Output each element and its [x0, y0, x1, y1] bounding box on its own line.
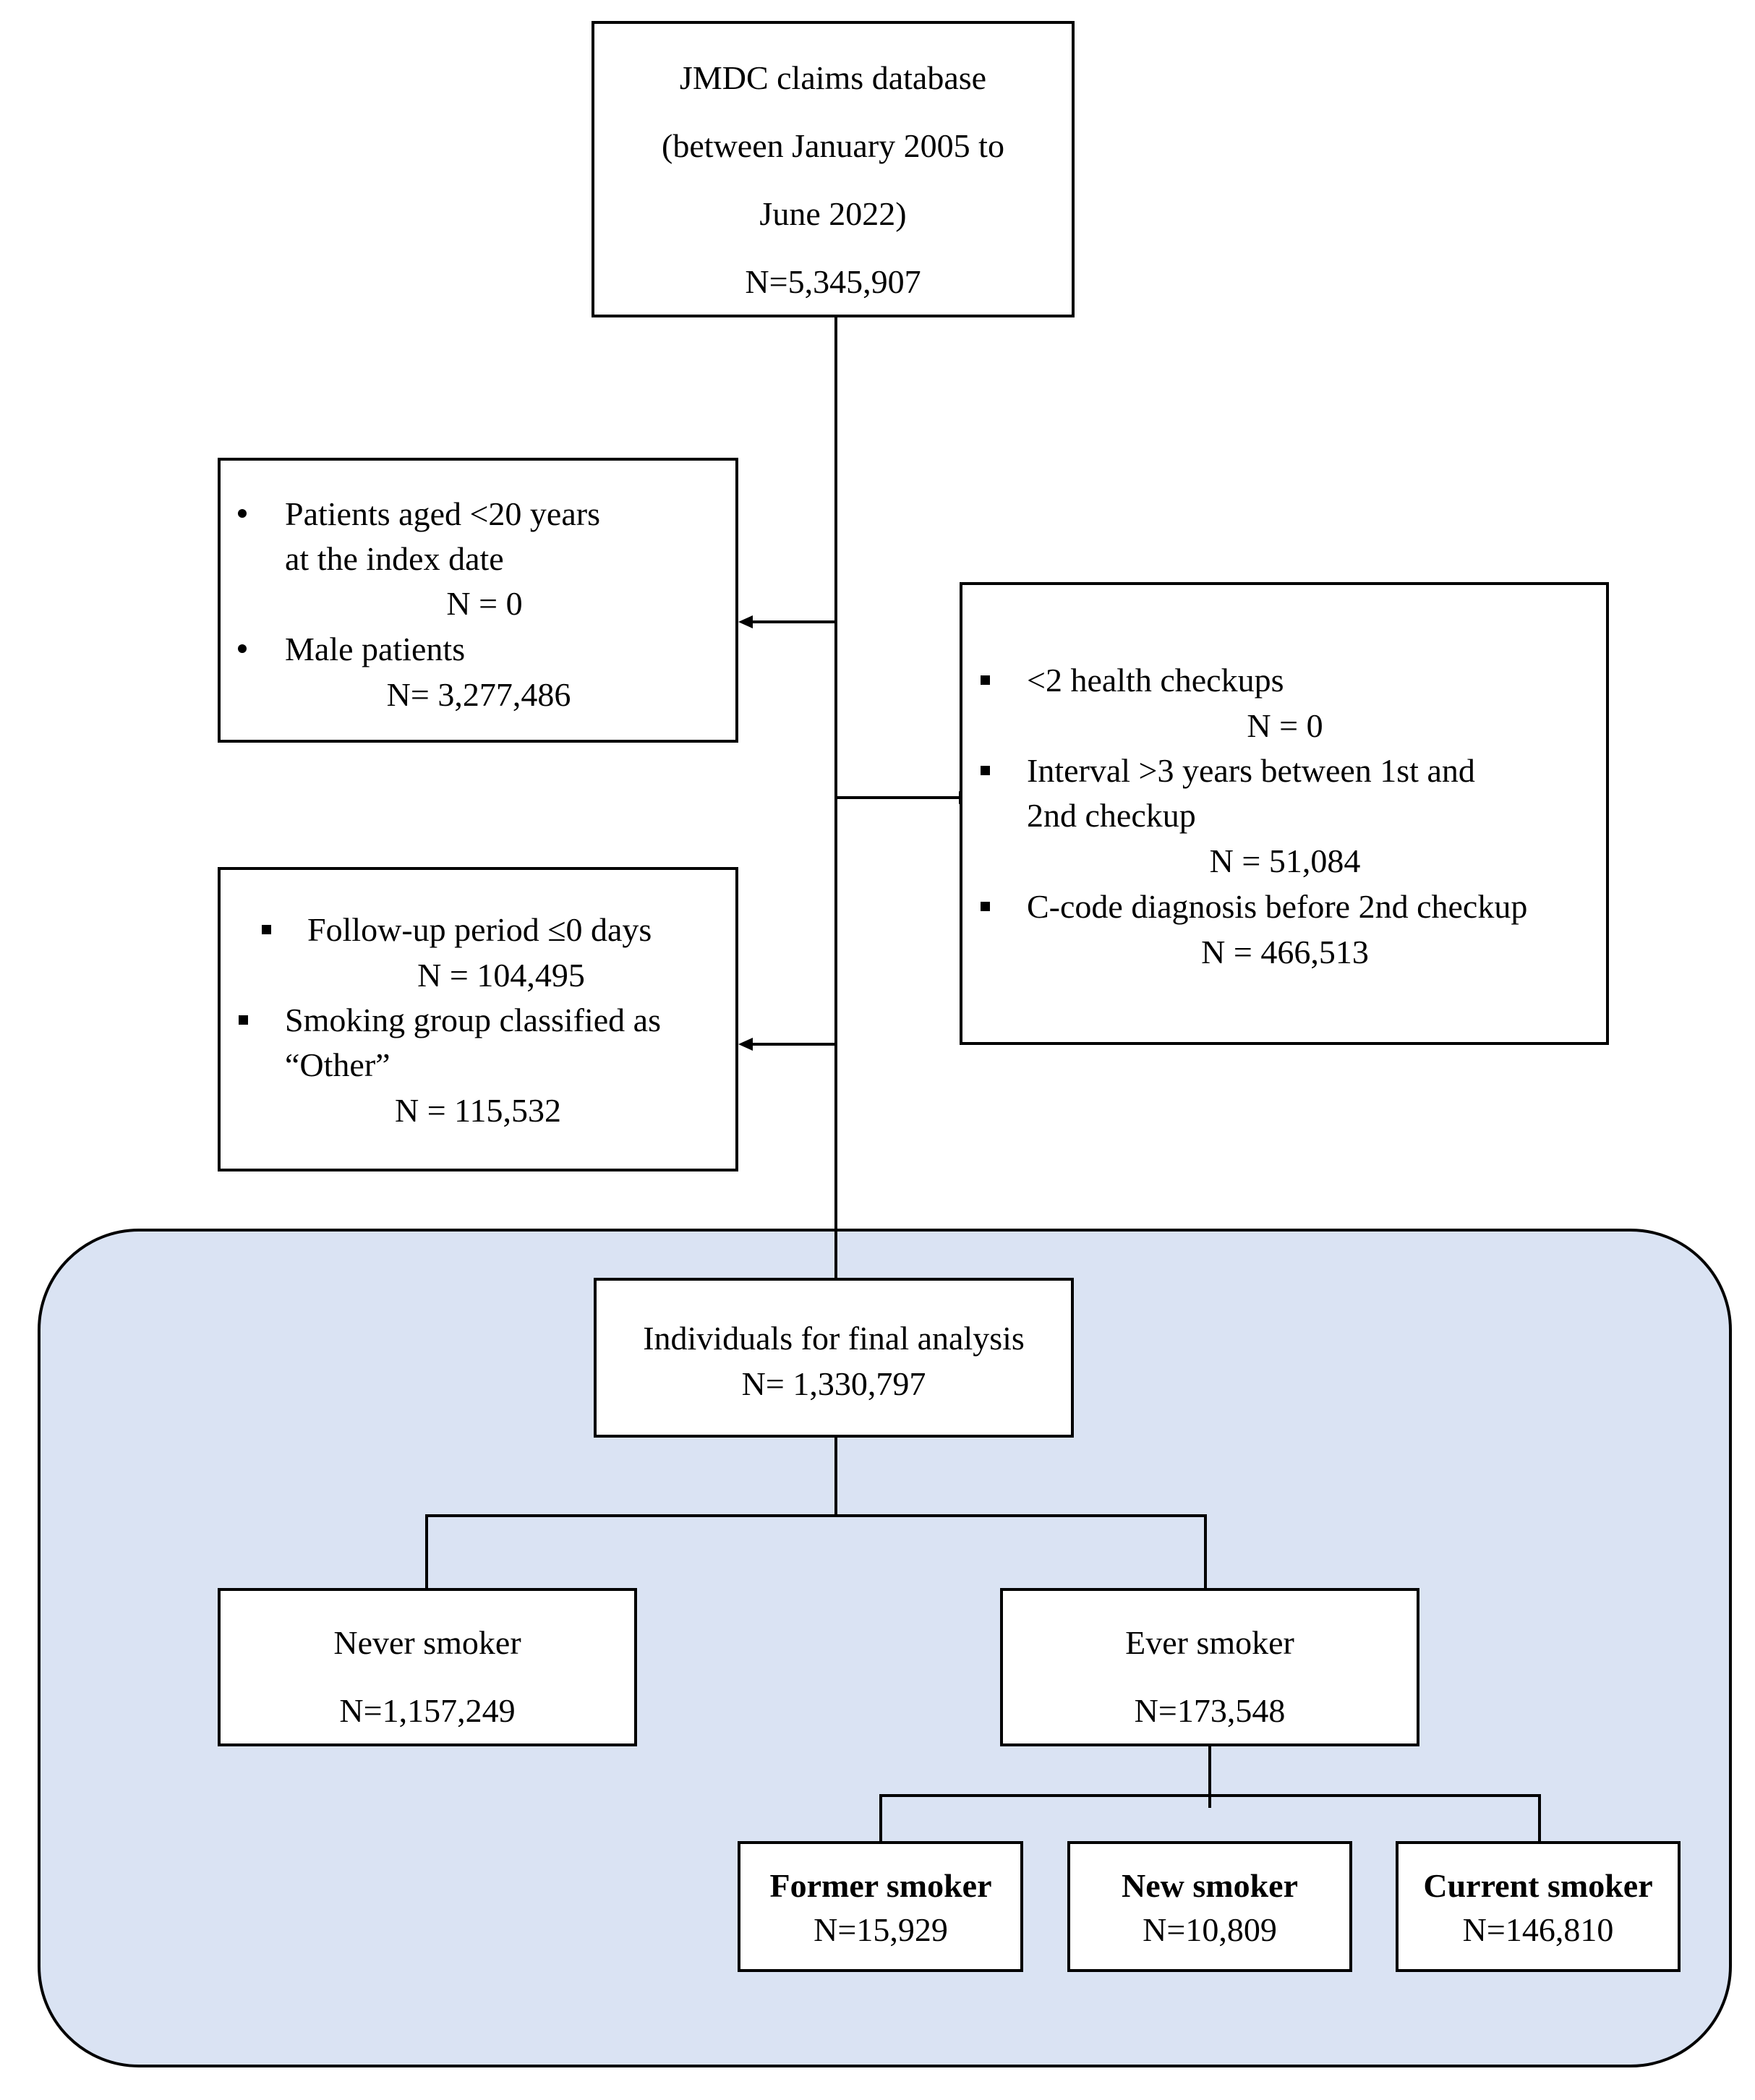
bullet-square [262, 925, 271, 934]
final-to-split-line [834, 1436, 837, 1517]
exclusion2-item1-count: N = 0 [1247, 707, 1323, 744]
subgroup-right-drop [1538, 1794, 1541, 1843]
arrow-to-exclusion3 [738, 1038, 753, 1051]
connector-to-exclusion3 [752, 1043, 837, 1046]
exclusion2-item3-line1: C-code diagnosis before 2nd checkup [1027, 888, 1528, 925]
exclusion2-item1-line1: <2 health checkups [1027, 662, 1284, 699]
subgroup-horizontal-line [879, 1794, 1541, 1797]
source-database-box [592, 21, 1075, 317]
split-left-drop [425, 1514, 428, 1589]
exclusion3-item1-line1: Follow-up period ≤0 days [307, 911, 652, 948]
current-smoker-count: N=146,810 [1462, 1911, 1614, 1948]
new-smoker-count: N=10,809 [1143, 1911, 1277, 1948]
exclusion1-item1-line2: at the index date [285, 540, 504, 577]
ever-smoker-label: Ever smoker [1125, 1624, 1294, 1661]
exclusion3-item1-count: N = 104,495 [417, 957, 585, 994]
never-smoker-box [218, 1588, 637, 1746]
ever-smoker-count: N=173,548 [1134, 1692, 1286, 1729]
new-smoker-label: New smoker [1122, 1867, 1298, 1904]
bullet-square [981, 675, 990, 685]
source-title-line2: (between January 2005 to [662, 127, 1004, 164]
final-analysis-box [594, 1278, 1074, 1438]
bullet-dot [238, 509, 247, 518]
exclusion2-item3-count: N = 466,513 [1201, 934, 1369, 970]
former-smoker-box [738, 1841, 1023, 1972]
exclusion1-item1-count: N = 0 [446, 585, 523, 622]
exclusion3-item2-line1: Smoking group classified as [285, 1002, 661, 1038]
ever-smoker-box [1000, 1588, 1419, 1746]
exclusion3-item2-count: N = 115,532 [395, 1092, 561, 1129]
connector-to-exclusion2 [836, 796, 960, 799]
exclusion2-item2-line1: Interval >3 years between 1st and [1027, 752, 1475, 789]
bullet-square [239, 1015, 248, 1025]
main-trunk-line [834, 317, 837, 1286]
never-smoker-count: N=1,157,249 [339, 1692, 516, 1729]
exclusion1-item2-count: N= 3,277,486 [386, 676, 571, 713]
split-right-drop [1204, 1514, 1207, 1589]
former-smoker-count: N=15,929 [814, 1911, 948, 1948]
bullet-square [981, 766, 990, 775]
split-horizontal-line [425, 1514, 1207, 1517]
never-smoker-label: Never smoker [333, 1624, 521, 1661]
ever-to-subgroup-line [1208, 1744, 1211, 1808]
exclusion-box-checkups [960, 582, 1609, 1045]
final-analysis-count: N= 1,330,797 [741, 1365, 926, 1402]
new-smoker-box [1067, 1841, 1352, 1972]
connector-to-exclusion1 [752, 620, 837, 623]
exclusion-box-followup [218, 867, 738, 1171]
current-smoker-label: Current smoker [1423, 1867, 1653, 1904]
exclusion2-item2-line2: 2nd checkup [1027, 797, 1196, 834]
source-title-line1: JMDC claims database [679, 59, 987, 96]
exclusion3-item2-line2: “Other” [285, 1046, 390, 1083]
exclusion2-item2-count: N = 51,084 [1209, 842, 1361, 879]
exclusion-box-age-sex [218, 458, 738, 743]
bullet-dot [238, 644, 247, 653]
bullet-square [981, 902, 990, 911]
current-smoker-box [1396, 1841, 1681, 1972]
exclusion1-item2-line1: Male patients [285, 631, 466, 667]
source-title-line3: June 2022) [759, 195, 907, 232]
subgroup-left-drop [879, 1794, 882, 1843]
arrow-to-exclusion1 [738, 615, 753, 628]
former-smoker-label: Former smoker [769, 1867, 992, 1904]
final-analysis-label: Individuals for final analysis [643, 1320, 1025, 1357]
exclusion1-item1-line1: Patients aged <20 years [285, 495, 600, 532]
source-count: N=5,345,907 [745, 263, 921, 300]
